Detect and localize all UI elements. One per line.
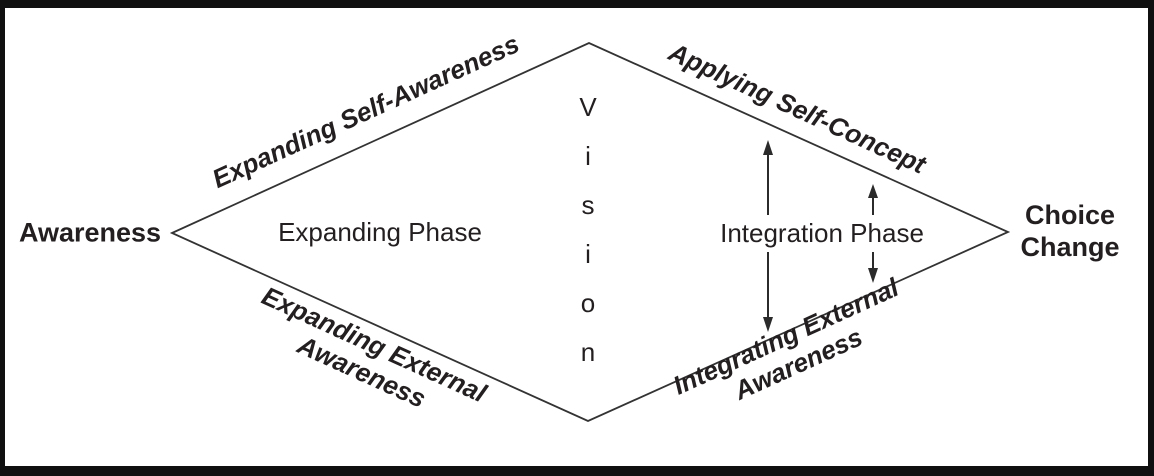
- vision-vertical-label: V i s i o n: [579, 83, 596, 377]
- diamond-outline: [169, 42, 1011, 422]
- right-vertex-label-line1: Choice: [1024, 200, 1116, 230]
- vision-letter: n: [580, 337, 596, 367]
- right-vertex-label-line2: Change: [1020, 232, 1120, 262]
- vision-letter: i: [585, 141, 591, 171]
- left-vertex-label: Awareness: [18, 217, 162, 248]
- vision-letter: s: [581, 190, 595, 220]
- vision-letter: V: [579, 92, 597, 122]
- integration-phase-label: Integration Phase: [720, 218, 924, 249]
- vision-letter: i: [585, 239, 591, 269]
- expanding-phase-label: Expanding Phase: [278, 217, 482, 248]
- vision-letter: o: [580, 288, 596, 318]
- double-arrow-short-icon: [868, 184, 878, 283]
- double-arrow-long-icon: [763, 140, 773, 332]
- diagram-background: [5, 8, 1148, 466]
- right-vertex-label: Choice Change: [1020, 199, 1119, 263]
